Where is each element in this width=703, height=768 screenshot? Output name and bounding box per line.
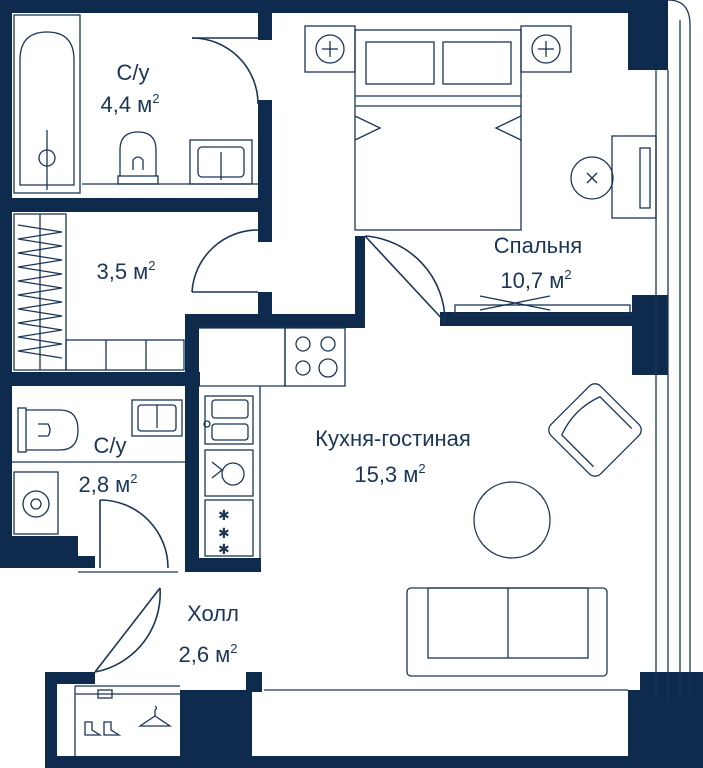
wardrobe-icon: [454, 295, 631, 316]
room-area: 2,6 м2: [178, 641, 237, 667]
fridge-icon: ✱ ✱ ✱: [204, 499, 254, 558]
sink-icon: [131, 399, 183, 437]
sofa-icon: [406, 587, 608, 677]
room-bedroom: Спальня 10,7 м2: [494, 233, 582, 293]
shelf-icon: [65, 339, 185, 371]
nightstand-lamp-icon: [520, 25, 572, 73]
room-bathroom-1: С/у 4,4 м2: [100, 60, 159, 117]
armchair-icon: [548, 383, 642, 477]
washing-machine-icon: [13, 471, 59, 535]
room-wardrobe: 3,5 м2: [96, 258, 155, 284]
toilet-icon: [17, 407, 79, 453]
room-area: 2,8 м2: [78, 471, 137, 497]
room-name: Спальня: [494, 233, 582, 258]
kitchen-sink-icon: [203, 395, 254, 445]
bed-icon: [354, 29, 522, 231]
dishwasher-icon: [204, 449, 254, 497]
hanger-icon: [137, 705, 173, 727]
svg-text:✱: ✱: [218, 542, 230, 558]
stove-icon: [284, 327, 346, 387]
hall-closet: [74, 685, 180, 756]
room-area: 15,3 м2: [354, 461, 425, 487]
room-kitchen-living: Кухня-гостиная 15,3 м2: [315, 426, 471, 487]
desk-icon: [570, 135, 657, 219]
round-table-icon: [473, 481, 551, 559]
doors: [78, 37, 446, 673]
bathtub-icon: [13, 14, 81, 194]
room-area: 10,7 м2: [500, 267, 571, 293]
room-name: С/у: [117, 60, 150, 85]
toilet-icon: [117, 131, 159, 185]
room-hall: Холл 2,6 м2: [178, 601, 238, 667]
svg-text:✱: ✱: [218, 526, 230, 542]
room-name: Холл: [187, 601, 239, 626]
room-bathroom-2: С/у 2,8 м2: [78, 433, 137, 497]
sink-icon: [189, 139, 253, 185]
room-area: 4,4 м2: [100, 91, 159, 117]
kitchen-counter: [199, 327, 286, 558]
svg-text:✱: ✱: [218, 508, 230, 524]
room-name: Кухня-гостиная: [315, 426, 471, 451]
shoes-icon: [84, 689, 122, 736]
wardrobe-rack-icon: [13, 213, 67, 371]
nightstand-lamp-icon: [304, 25, 356, 73]
room-name: С/у: [94, 433, 127, 458]
room-area: 3,5 м2: [96, 258, 155, 284]
